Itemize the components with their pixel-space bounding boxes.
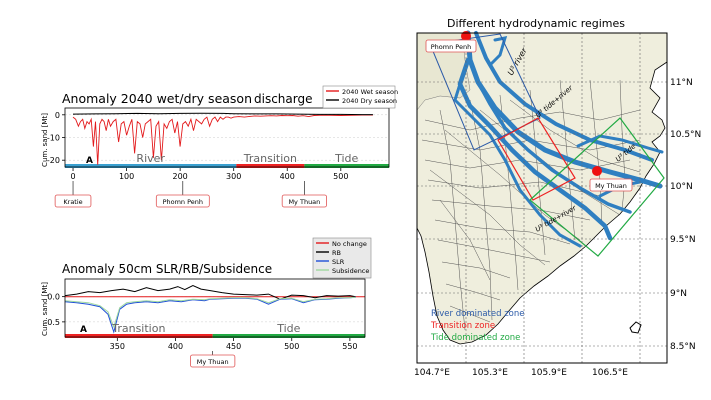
legend-entry: RB bbox=[332, 249, 341, 257]
marker-box bbox=[155, 194, 210, 208]
chart1-series bbox=[72, 112, 373, 165]
chart1-location-markers: Kratie Phomn Penh My Thuan bbox=[54, 181, 327, 208]
map-x-tick: 104.7°E bbox=[414, 368, 450, 378]
map-label-my-thuan: My Thuan bbox=[595, 182, 627, 190]
zone-bar-tide bbox=[304, 164, 389, 168]
legend-entry: SLR bbox=[332, 258, 345, 266]
chart1-subtitle: discharge bbox=[254, 92, 312, 106]
chart1-panel-letter: A bbox=[86, 156, 93, 166]
chart1-zone-bar bbox=[65, 164, 389, 168]
series-line-2 bbox=[64, 296, 356, 334]
zone-bar-transition bbox=[236, 164, 305, 168]
x-tick-label: 300 bbox=[226, 172, 241, 181]
legend-entry: Subsidence bbox=[332, 267, 369, 275]
map-y-tick: 10.5°N bbox=[670, 130, 701, 140]
x-tick-label: 100 bbox=[119, 172, 134, 181]
y-tick-label: -0.5 bbox=[44, 318, 60, 327]
map-label-phnom-penh: Phomn Penh bbox=[431, 43, 471, 51]
marker-label: My Thuan bbox=[197, 358, 229, 366]
legend-box bbox=[312, 237, 372, 279]
map-y-tick: 10°N bbox=[670, 182, 693, 192]
map-marker-my-thuan bbox=[592, 166, 602, 176]
marker-box bbox=[190, 354, 236, 368]
marker-label: Phomn Penh bbox=[163, 198, 203, 206]
series-line-1 bbox=[64, 285, 356, 300]
chart-wet-dry-season: Anomaly 2040 wet/dry season discharge Cu… bbox=[41, 85, 398, 208]
map-title: Different hydrodynamic regimes bbox=[447, 17, 625, 30]
x-tick-label: 550 bbox=[342, 342, 357, 351]
map-transition-zone-box bbox=[497, 117, 576, 201]
series-line-0 bbox=[72, 114, 373, 165]
y-tick-label: 0 bbox=[55, 111, 60, 120]
map-label-box-phnom-penh bbox=[425, 39, 477, 53]
zone-label: Transition bbox=[111, 322, 165, 335]
map-x-tick: 105.3°E bbox=[472, 368, 508, 378]
zone-label: River bbox=[136, 152, 165, 165]
map-frame bbox=[416, 32, 668, 364]
map-y-tick: 8.5°N bbox=[670, 342, 696, 352]
chart2-x-ticks: 350 400 450 500 550 bbox=[110, 338, 358, 351]
series-line-3 bbox=[64, 296, 356, 329]
x-tick-label: 400 bbox=[280, 172, 295, 181]
legend-entry: 2040 Dry season bbox=[342, 97, 397, 105]
legend-entry: No change bbox=[332, 240, 367, 248]
chart2-zone-labels: Transition Tide bbox=[111, 322, 300, 335]
legend-box bbox=[322, 85, 396, 109]
chart2-y-ticks: 0.0 -0.5 bbox=[44, 293, 65, 327]
x-tick-label: 0 bbox=[70, 172, 75, 181]
map-x-ticks: 104.7°E 105.3°E 105.9°E 106.5°E bbox=[414, 368, 628, 378]
map-label-box-my-thuan bbox=[589, 178, 633, 192]
zone-bar-river bbox=[65, 164, 237, 168]
chart1-zone-labels: River Transition Tide bbox=[136, 152, 358, 165]
chart2-zone-bar bbox=[65, 334, 365, 338]
zone-bar-tide bbox=[212, 334, 365, 338]
series-line-1 bbox=[72, 112, 373, 116]
map-legend-tide: Tide dominated zone bbox=[430, 333, 520, 343]
chart2-title: Anomaly 50cm SLR/RB/Subsidence bbox=[62, 262, 272, 276]
marker-box bbox=[281, 194, 327, 208]
map-river-zone-box bbox=[429, 33, 541, 151]
map-tide-zone-box bbox=[529, 117, 665, 257]
map-legend-river: River dominated zone bbox=[431, 309, 525, 319]
x-tick-label: 500 bbox=[333, 172, 348, 181]
map-y-ticks: 11°N 10.5°N 10°N 9.5°N 9°N 8.5°N bbox=[670, 78, 701, 352]
x-tick-label: 500 bbox=[284, 342, 299, 351]
chart2-location-markers: My Thuan bbox=[190, 351, 236, 368]
zone-label: Transition bbox=[243, 152, 297, 165]
map-legend-transition: Transition zone bbox=[430, 321, 495, 331]
map-y-tick: 11°N bbox=[670, 78, 693, 88]
map-hydrodynamic-regimes: Different hydrodynamic regimes bbox=[414, 17, 701, 378]
zone-bar-transition bbox=[65, 334, 213, 338]
legend-entry: 2040 Wet season bbox=[342, 88, 398, 96]
chart2-ylabel: Cum. sand [Mt] bbox=[41, 282, 49, 336]
y-tick-label: -20 bbox=[47, 156, 60, 165]
chart1-x-ticks: 0 100 200 300 400 500 bbox=[70, 168, 348, 181]
chart-slr-rb-subsidence: Anomaly 50cm SLR/RB/Subsidence Cum. sand… bbox=[41, 237, 372, 368]
zone-label: Tide bbox=[334, 152, 358, 165]
chart1-ylabel: Cum. sand [Mt] bbox=[41, 113, 49, 167]
zone-label: Tide bbox=[276, 322, 300, 335]
chart2-series bbox=[64, 285, 365, 334]
marker-label: Kratie bbox=[63, 198, 82, 206]
map-island bbox=[629, 321, 642, 334]
x-tick-label: 450 bbox=[226, 342, 241, 351]
map-x-tick: 105.9°E bbox=[531, 368, 567, 378]
x-tick-label: 200 bbox=[172, 172, 187, 181]
x-tick-label: 350 bbox=[110, 342, 125, 351]
chart2-frame bbox=[64, 278, 366, 338]
y-tick-label: -10 bbox=[47, 134, 60, 143]
chart2-panel-letter: A bbox=[80, 325, 87, 335]
y-tick-label: 0.0 bbox=[47, 293, 60, 302]
map-x-tick: 106.5°E bbox=[592, 368, 628, 378]
chart1-y-ticks: 0 -10 -20 bbox=[47, 111, 65, 165]
marker-label: My Thuan bbox=[288, 198, 320, 206]
chart1-title: Anomaly 2040 wet/dry season bbox=[62, 91, 252, 106]
map-y-tick: 9°N bbox=[670, 289, 687, 299]
marker-box bbox=[54, 194, 92, 208]
x-tick-label: 400 bbox=[168, 342, 183, 351]
map-y-tick: 9.5°N bbox=[670, 235, 696, 245]
